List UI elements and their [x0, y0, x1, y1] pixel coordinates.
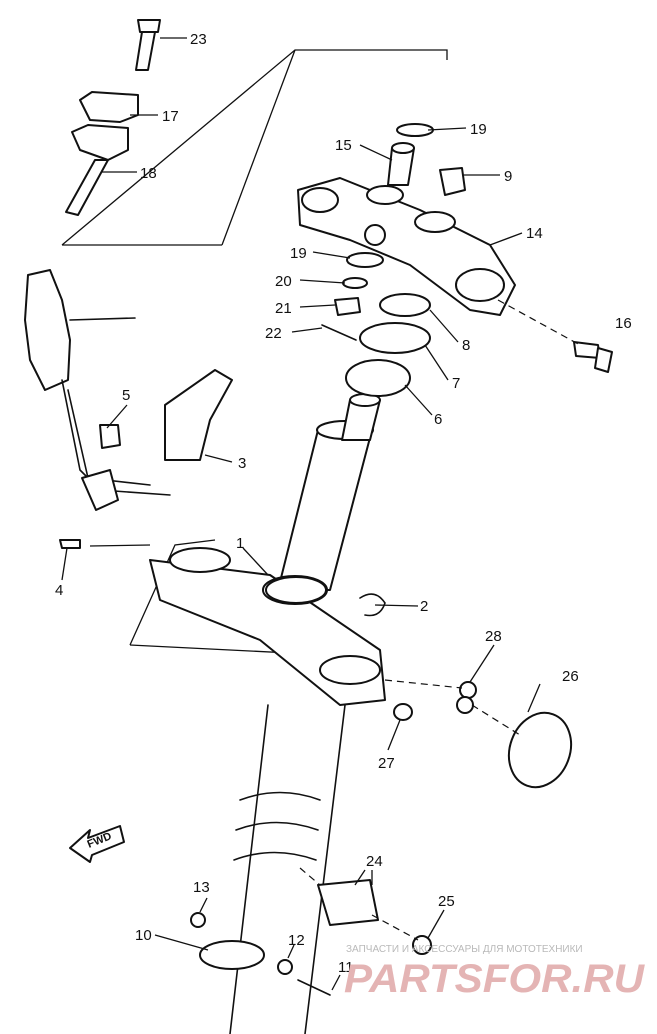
callout-16: 16 — [615, 315, 632, 332]
callout-27: 27 — [378, 755, 395, 772]
handlebar-holder-group — [65, 19, 161, 216]
watermark-brand: PARTSFOR.RU — [344, 957, 645, 1001]
callout-20: 20 — [275, 273, 292, 290]
callout-22: 22 — [265, 325, 282, 342]
callout-23: 23 — [190, 31, 207, 48]
hose-guide-bracket — [24, 269, 233, 549]
callout-24: 24 — [366, 853, 383, 870]
watermark-subtitle: ЗАПЧАСТИ И АКСЕССУАРЫ ДЛЯ МОТОТЕХНИКИ — [346, 944, 583, 955]
callout-8: 8 — [462, 337, 470, 354]
callout-11: 11 — [338, 959, 354, 976]
callout-7: 7 — [452, 375, 460, 392]
group-frame-lines — [61, 49, 448, 656]
callout-19-top: 19 — [470, 121, 487, 138]
callout-2: 2 — [420, 598, 428, 615]
callout-26: 26 — [562, 668, 579, 685]
callout-17: 17 — [162, 108, 179, 125]
callout-6: 6 — [434, 411, 442, 428]
callout-25: 25 — [438, 893, 455, 910]
steering-stem — [277, 393, 381, 591]
callout-18: 18 — [140, 165, 157, 182]
upper-bracket — [297, 177, 516, 316]
callout-21: 21 — [275, 300, 292, 317]
fork-tube — [229, 704, 346, 1034]
callout-labels: 23 17 18 19 15 9 14 19 20 21 22 8 7 6 16… — [55, 31, 632, 976]
bearing-stack — [265, 123, 466, 604]
callout-1: 1 — [236, 535, 244, 552]
callout-28: 28 — [485, 628, 502, 645]
misc-small-parts — [190, 341, 613, 996]
callout-4: 4 — [55, 582, 63, 599]
callout-13: 13 — [193, 879, 210, 896]
callout-5: 5 — [122, 387, 130, 404]
callout-3: 3 — [238, 455, 246, 472]
under-bracket — [149, 547, 386, 706]
watermark: ЗАПЧАСТИ И АКСЕССУАРЫ ДЛЯ МОТОТЕХНИКИ PA… — [344, 944, 645, 1001]
callout-14: 14 — [526, 225, 543, 242]
leader-lines — [61, 37, 541, 991]
callout-12: 12 — [288, 932, 305, 949]
callout-10: 10 — [135, 927, 152, 944]
callout-15: 15 — [335, 137, 352, 154]
fwd-arrow-icon: FWD — [69, 825, 125, 863]
callout-9: 9 — [504, 168, 512, 185]
dashed-assembly-lines — [299, 299, 581, 941]
callout-19-mid: 19 — [290, 245, 307, 262]
